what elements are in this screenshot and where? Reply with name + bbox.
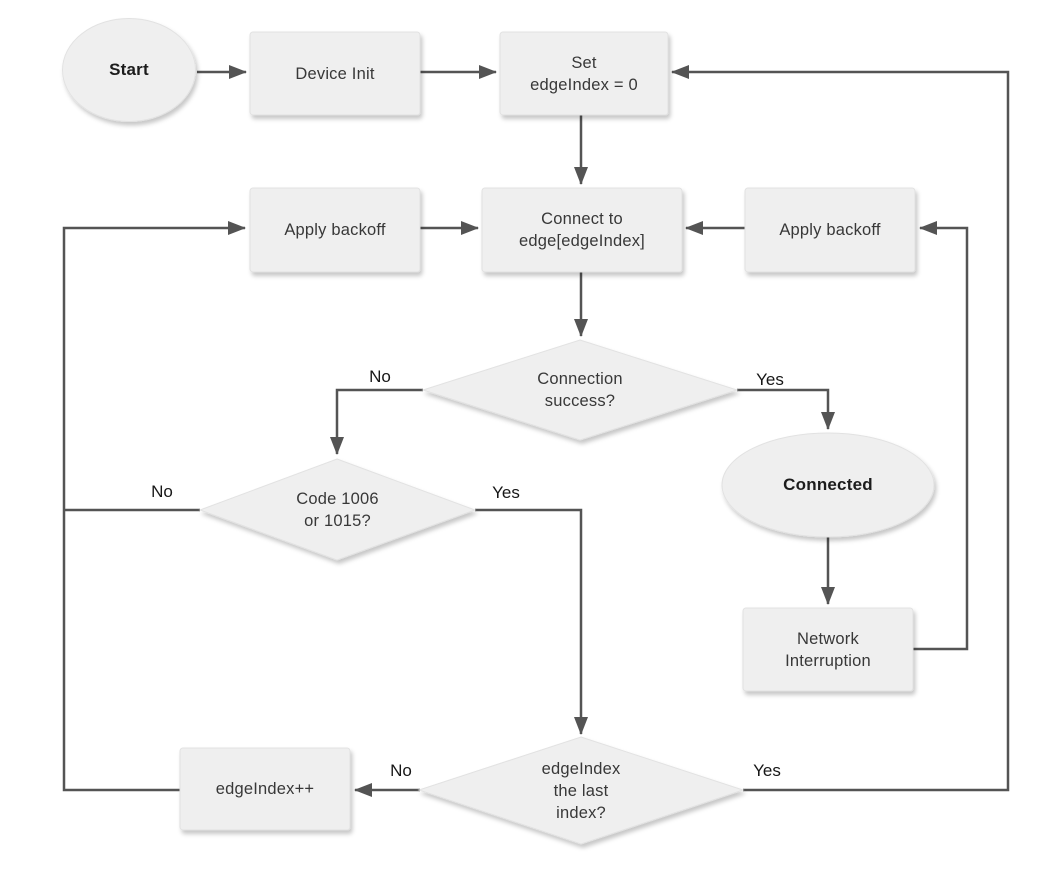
edge-increment-to-apply-backoff-left: [62, 221, 246, 792]
connection-success-node-shape: [421, 339, 739, 441]
code-check-node-shape: [198, 458, 477, 561]
last-index-node-shape: [417, 736, 745, 845]
set-edgeindex-node-shape: [499, 31, 669, 116]
device-init-node-shape: [249, 31, 421, 116]
edge-connection-success-yes-to-connected: [737, 388, 835, 430]
edge-connection-success-no-to-code-check: [330, 388, 423, 455]
connect-node-shape: [481, 187, 683, 273]
edge-code-check-yes-to-last-index: [475, 508, 588, 735]
apply-backoff-left-node-shape: [249, 187, 421, 273]
connected-node-shape: [721, 432, 935, 538]
edge-last-index-yes-to-set-edgeindex: [671, 65, 1010, 792]
increment-node-shape: [179, 747, 351, 831]
apply-backoff-right-node-shape: [744, 187, 916, 273]
edge-network-interruption-to-apply-backoff-right: [913, 221, 969, 651]
network-interruption-node-shape: [742, 607, 914, 692]
start-node-shape: [62, 18, 196, 122]
